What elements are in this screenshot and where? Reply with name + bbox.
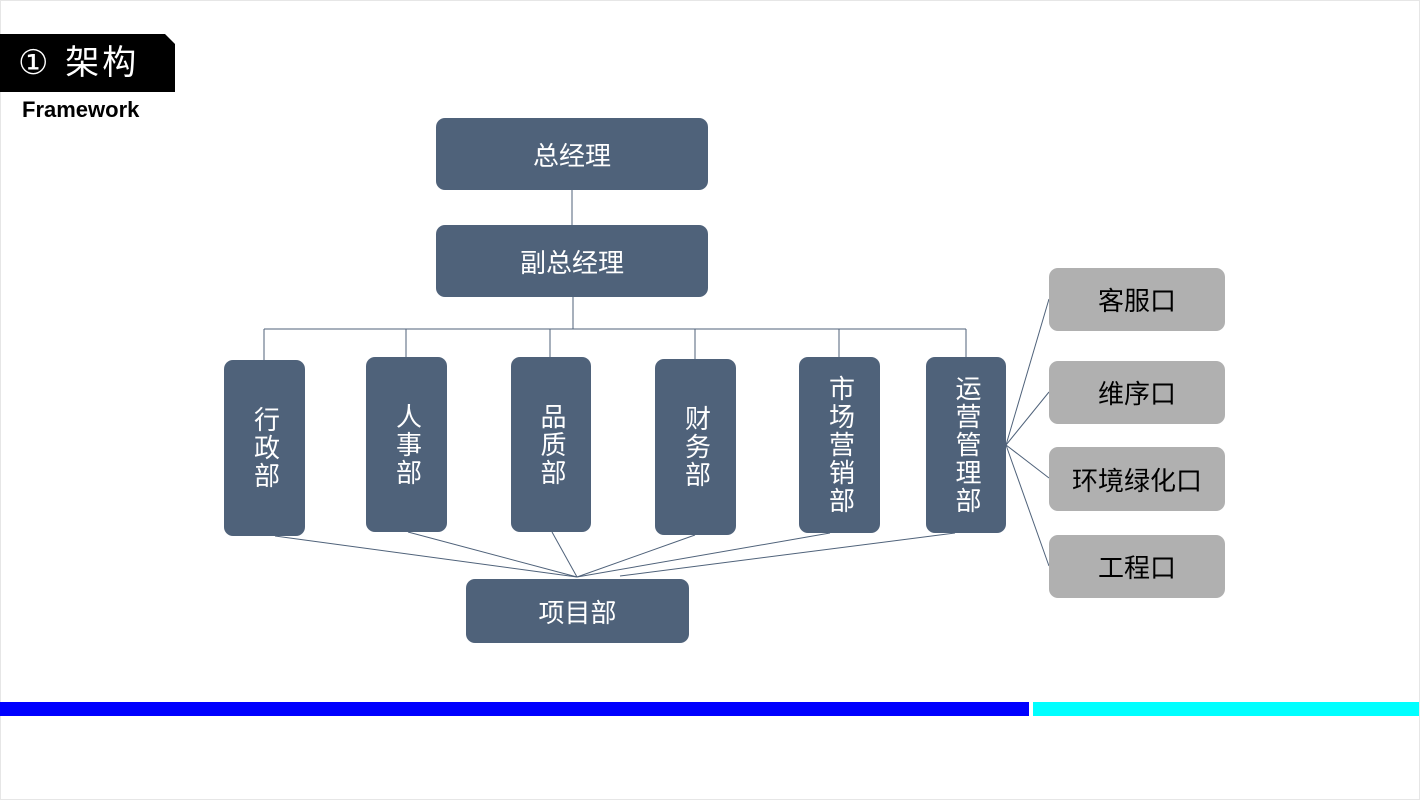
node-project: 项目部 <box>466 579 689 643</box>
node-dept-marketing: 市场营销部 <box>799 357 880 533</box>
link-dept4-project <box>576 534 696 578</box>
node-unit-service: 客服口 <box>1049 268 1225 331</box>
link-dept3-project <box>551 531 578 578</box>
link-ops-unit-4 <box>1005 444 1050 567</box>
node-vice: 副总经理 <box>436 225 708 297</box>
footer-bar-blue <box>0 702 1029 716</box>
node-dept-admin: 行政部 <box>224 360 305 536</box>
node-dept-hr: 人事部 <box>366 357 447 532</box>
node-dept-operations: 运营管理部 <box>926 357 1006 533</box>
node-unit-environment: 环境绿化口 <box>1049 447 1225 511</box>
node-dept-finance: 财务部 <box>655 359 736 535</box>
link-ops-unit-1 <box>1005 298 1050 446</box>
link-ops-unit-3 <box>1005 444 1050 479</box>
node-ceo: 总经理 <box>436 118 708 190</box>
link-dept5-project <box>576 532 831 578</box>
section-subtitle: Framework <box>22 97 140 122</box>
node-unit-engineering: 工程口 <box>1049 535 1225 598</box>
node-unit-order: 维序口 <box>1049 361 1225 424</box>
link-dept1-project <box>274 535 578 578</box>
section-title: ① 架构 <box>0 34 175 92</box>
link-dept6-project <box>619 532 956 577</box>
link-dept2-project <box>407 531 578 578</box>
link-ops-unit-2 <box>1005 391 1050 446</box>
node-dept-quality: 品质部 <box>511 357 591 532</box>
footer-bar-cyan <box>1033 702 1419 716</box>
